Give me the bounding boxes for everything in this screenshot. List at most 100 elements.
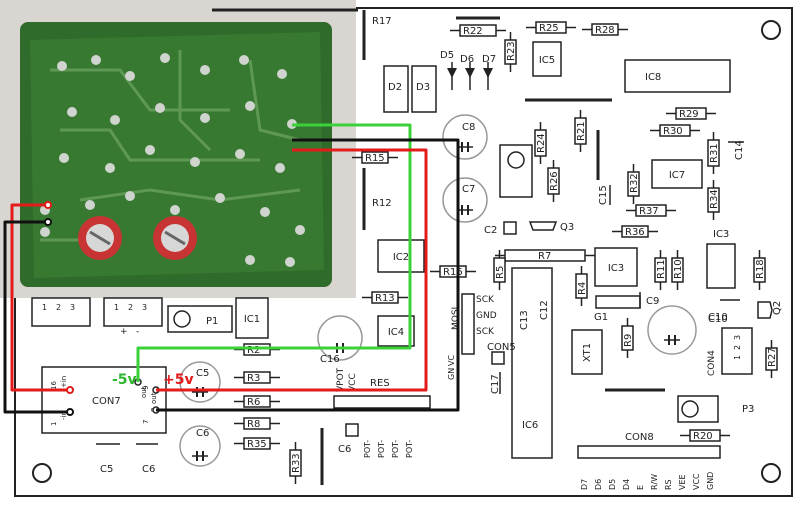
- con-small-pin: 2: [128, 303, 133, 312]
- ic8-body: [624, 59, 731, 93]
- resistor-label: R25: [539, 23, 559, 34]
- c10-label: C10: [708, 314, 728, 325]
- resistor-label: R27: [767, 347, 778, 367]
- con-small-pin: 1: [114, 303, 119, 312]
- ic-label: IC7: [669, 170, 685, 181]
- ic6-label: IC6: [522, 420, 538, 431]
- con5: [721, 327, 753, 375]
- resistor-label: R37: [639, 206, 659, 217]
- cap-label: C5: [100, 464, 113, 475]
- con-small-pin: 1: [42, 303, 47, 312]
- module-photo: [0, 0, 356, 298]
- ic-IC5: [532, 41, 562, 77]
- con-small-pin: 3: [70, 303, 75, 312]
- diode-label: D7: [482, 54, 496, 65]
- resistor-label: R3: [247, 373, 260, 384]
- cap-label: C6: [196, 428, 209, 439]
- ic-IC2: [377, 239, 425, 273]
- pot-label: POT-: [377, 440, 386, 458]
- cap-C6: [179, 425, 221, 467]
- resistor-label: R15: [365, 153, 385, 164]
- resistor-label: R9: [623, 334, 634, 347]
- cap-label: C7: [462, 184, 475, 195]
- ic-label: IC1: [244, 314, 260, 325]
- pot-label: POT-: [363, 440, 372, 458]
- res-label: CON5: [487, 342, 516, 353]
- label-r17: R17: [372, 16, 392, 27]
- con-small-b: [103, 297, 163, 327]
- diode-d3: [411, 65, 437, 113]
- resistor-label: R35: [247, 439, 267, 450]
- ic-label: IC3: [608, 263, 624, 274]
- con-small-sign: -: [136, 327, 139, 337]
- cap-label: C17: [490, 374, 501, 394]
- g1-pin: +in: [60, 376, 68, 388]
- con7-label: MOSI: [451, 307, 461, 330]
- q3: [528, 221, 558, 231]
- con4-label: G1: [594, 312, 608, 323]
- ic-IC1: [235, 297, 269, 339]
- g1-pin: out: [140, 386, 148, 398]
- pad-photo-red: [44, 201, 52, 209]
- g1-pin: 7: [142, 420, 150, 424]
- resistor-label: R10: [673, 259, 684, 279]
- pad-photo-black: [44, 218, 52, 226]
- con8-pin: R/W: [650, 474, 659, 490]
- trace-green: [136, 123, 412, 382]
- con5-pin: 1: [733, 355, 742, 360]
- resistor-label: R34: [709, 189, 720, 209]
- diode-label: D5: [440, 50, 454, 61]
- miso-label: GND: [476, 311, 497, 321]
- res-pad: [491, 351, 505, 365]
- cap-label: C9: [646, 296, 659, 307]
- resistor-label: R20: [693, 431, 713, 442]
- resistor-label: R2: [247, 345, 260, 356]
- resistor-label: R11: [656, 259, 667, 279]
- resistor-label: R23: [506, 41, 517, 61]
- traces-layer: [3, 123, 460, 416]
- con8-pin: RS: [664, 479, 673, 490]
- c16-label: C6: [338, 444, 351, 455]
- con8-pin: E: [636, 485, 645, 490]
- ic-IC4: [377, 315, 415, 347]
- sck-label: SCK: [476, 327, 495, 337]
- p1-knob: [173, 310, 191, 328]
- resistor-label: R7: [538, 251, 551, 262]
- con8-pin: VCC: [692, 473, 701, 490]
- pot-label: POT-: [405, 440, 414, 458]
- trace-black-right: [156, 138, 460, 412]
- gnd-label: VPOT: [336, 367, 346, 392]
- ic6: [511, 267, 553, 459]
- resistor-label: R26: [549, 171, 560, 191]
- g1-pin: out: [150, 392, 158, 404]
- cap-: [647, 305, 697, 355]
- q2-label: Q2: [772, 301, 783, 315]
- cap-C7: [442, 177, 488, 223]
- cap-label: C8: [462, 122, 475, 133]
- cap-label: C10: [708, 312, 728, 323]
- resistor-label: R18: [755, 259, 766, 279]
- ic-label: IC4: [388, 327, 404, 338]
- con8-pin: D6: [594, 479, 603, 490]
- resistor-label: R8: [247, 419, 260, 430]
- ic-IC3: [594, 247, 638, 287]
- cap-label: C14: [734, 140, 745, 160]
- c16-pad: [345, 423, 359, 437]
- con5-pin: 2: [733, 345, 742, 350]
- con-small-pin: 2: [56, 303, 61, 312]
- cap-label: C6: [142, 464, 155, 475]
- diode-d2: [383, 65, 409, 113]
- resistor-label: R36: [625, 227, 645, 238]
- con5-pin: 3: [733, 335, 742, 340]
- resistor-label: R29: [679, 109, 699, 120]
- resistor-label: R21: [576, 121, 587, 141]
- resistor-label: R32: [629, 173, 640, 193]
- pad-g1-minus: [66, 408, 74, 416]
- label-r12: R12: [372, 198, 392, 209]
- resistor-label: R24: [536, 133, 547, 153]
- cap-C8: [442, 114, 488, 160]
- c12-label: C12: [539, 300, 550, 320]
- cap-C5: [179, 361, 221, 403]
- con6: [333, 395, 431, 409]
- resistor-label: R16: [443, 267, 463, 278]
